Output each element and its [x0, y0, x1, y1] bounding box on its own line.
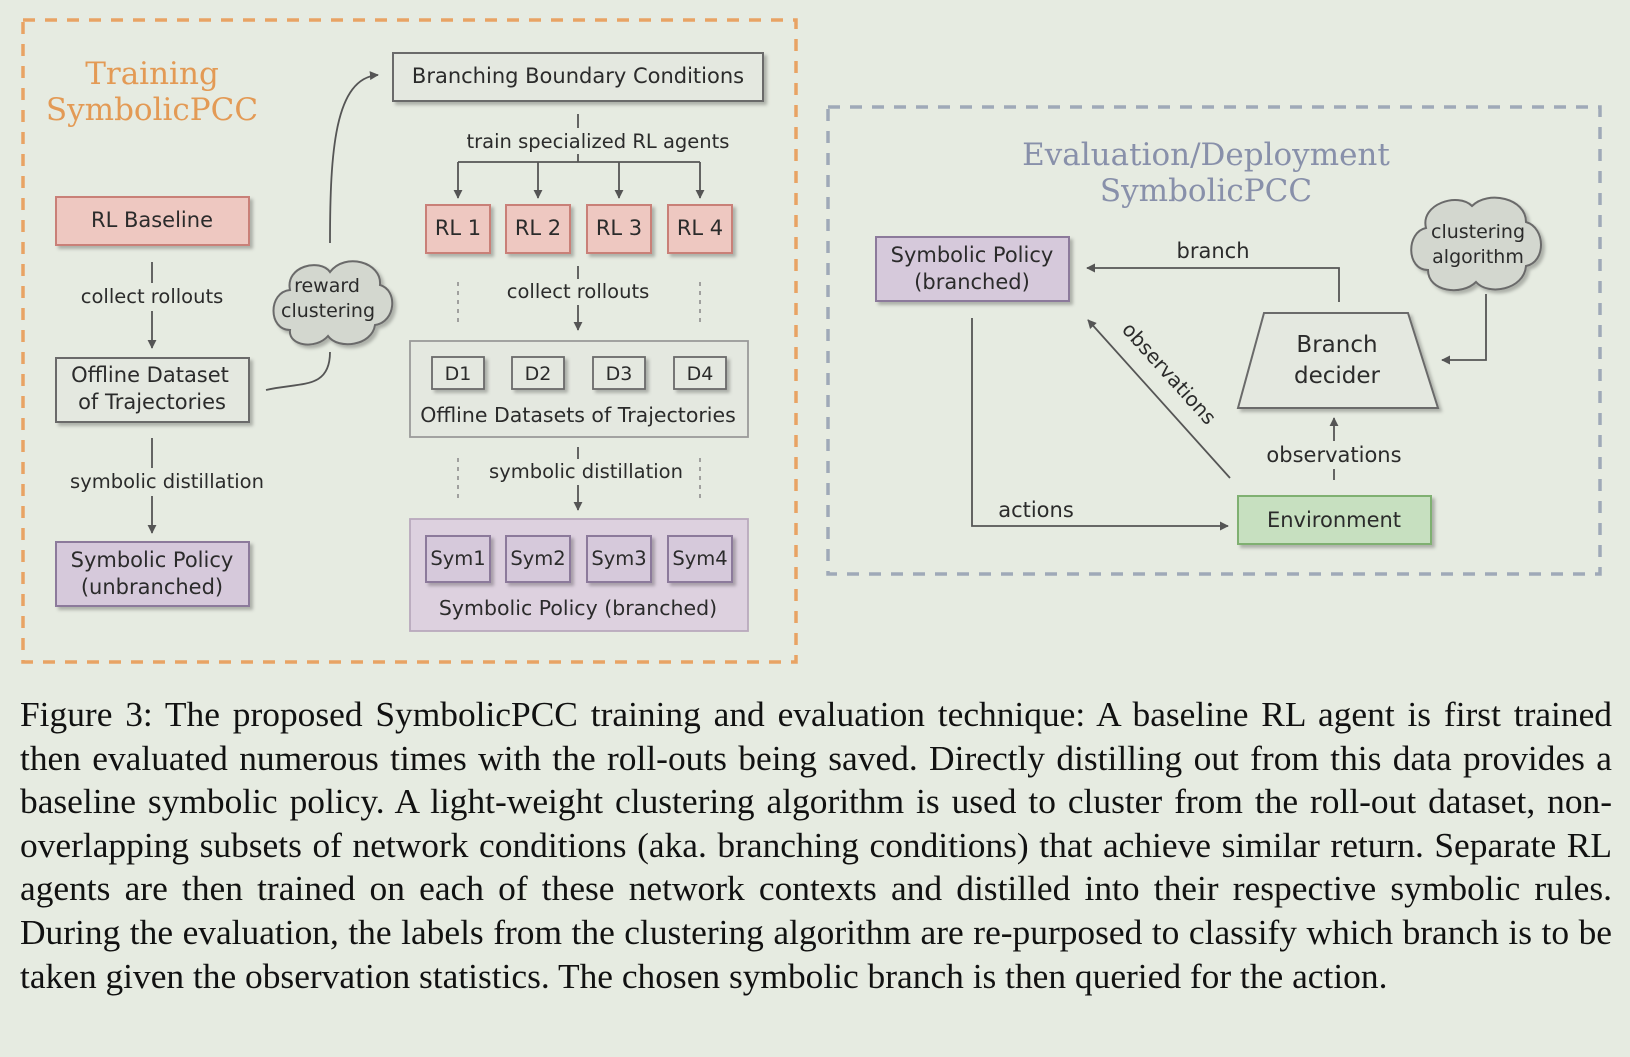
symbolic-branched-label: (branched) [914, 270, 1030, 294]
sym-box [505, 535, 571, 583]
label-backdrop [490, 459, 682, 485]
branch-decider-label: Branch [1296, 332, 1377, 358]
branch-decider-shape [1236, 312, 1440, 409]
rl-agent-label: RL 1 [435, 216, 481, 240]
train-agents-label: train specialized RL agents [467, 130, 730, 153]
training-title: Training [85, 56, 219, 92]
rl-agent-box [505, 204, 571, 254]
label-backdrop [1262, 441, 1408, 469]
observations-diagonal-arrow [1087, 319, 1231, 479]
reward-clustering-cloud [272, 260, 394, 346]
dataset-box [511, 356, 565, 390]
sym-box [667, 535, 733, 583]
environment-box [1237, 495, 1432, 545]
branching-conditions-box [392, 52, 764, 102]
dataset-label: D3 [606, 363, 633, 385]
offline-dataset-box [55, 357, 250, 423]
offline-dataset-label: of Trajectories [78, 390, 226, 414]
actions-label: actions [998, 498, 1074, 522]
clustering-algorithm-cloud [1410, 196, 1542, 291]
training-title: SymbolicPCC [46, 92, 258, 128]
rl-agent-label: RL 2 [515, 216, 561, 240]
dataset-to-cloud-curve [265, 351, 331, 391]
sym-label: Sym1 [430, 547, 485, 570]
symbolic-unbranched-label: Symbolic Policy [71, 548, 234, 572]
cloud-to-branching-arrow [329, 71, 379, 244]
reward-clustering-label: clustering [281, 300, 375, 322]
sym-label: Sym2 [510, 547, 565, 570]
offline-dataset-label: Offline Dataset [71, 363, 229, 387]
evaluation-panel [826, 105, 1602, 576]
rl-baseline-label: RL Baseline [91, 208, 213, 232]
dataset-box [673, 356, 727, 390]
reward-clustering-label: reward [294, 275, 360, 297]
branch-label: branch [1177, 239, 1250, 263]
observations-label: observations [1266, 443, 1401, 467]
actions-arrow [971, 318, 1229, 531]
figure-caption: Figure 3: The proposed SymbolicPCC train… [20, 694, 1612, 996]
rl-agent-box [667, 204, 733, 254]
dataset-label: D1 [445, 363, 472, 385]
evaluation-title: SymbolicPCC [1100, 173, 1312, 209]
rl-agent-box [586, 204, 652, 254]
collect-rollouts-label: collect rollouts [81, 285, 224, 308]
environment-label: Environment [1267, 508, 1401, 532]
sym-label: Sym4 [672, 547, 727, 570]
clustering-algorithm-label: algorithm [1432, 246, 1524, 268]
label-backdrop [75, 283, 230, 311]
rl-baseline-box [55, 196, 250, 246]
label-backdrop [505, 279, 651, 305]
cloud-to-decider-arrow [1441, 294, 1487, 365]
symbolic-distillation-label: symbolic distillation [70, 470, 264, 493]
symbolic-branched-box [875, 236, 1070, 302]
observations-diagonal-label: observations [1117, 317, 1221, 429]
symbolic-unbranched-box [55, 541, 250, 607]
dataset-box [431, 356, 485, 390]
datasets-group-label: Offline Datasets of Trajectories [420, 403, 736, 427]
evaluation-title: Evaluation/Deployment [1022, 137, 1390, 173]
clustering-algorithm-label: clustering [1431, 221, 1525, 243]
rl-agent-label: RL 3 [596, 216, 642, 240]
branch-arrow [1086, 263, 1340, 302]
sym-group-label: Symbolic Policy (branched) [439, 596, 717, 620]
dataset-label: D4 [687, 363, 714, 385]
rl-agent-box [425, 204, 491, 254]
rl-agent-label: RL 4 [677, 216, 723, 240]
figure-diagram: Training SymbolicPCC RL Baseline collect… [21, 18, 1602, 664]
branching-conditions-label: Branching Boundary Conditions [412, 64, 744, 88]
branch-decider-label: decider [1294, 363, 1381, 389]
sym-box [586, 535, 652, 583]
sym-label: Sym3 [591, 547, 646, 570]
symbolic-branched-label: Symbolic Policy [891, 243, 1054, 267]
symbolic-unbranched-label: (unbranched) [81, 575, 223, 599]
dataset-label: D2 [525, 363, 552, 385]
dataset-box [592, 356, 646, 390]
training-panel [21, 18, 798, 664]
symbolic-distillation-label-2: symbolic distillation [489, 460, 683, 483]
collect-rollouts-label-2: collect rollouts [507, 280, 650, 303]
sym-box [425, 535, 491, 583]
label-backdrop [468, 128, 728, 154]
label-backdrop [68, 468, 268, 496]
